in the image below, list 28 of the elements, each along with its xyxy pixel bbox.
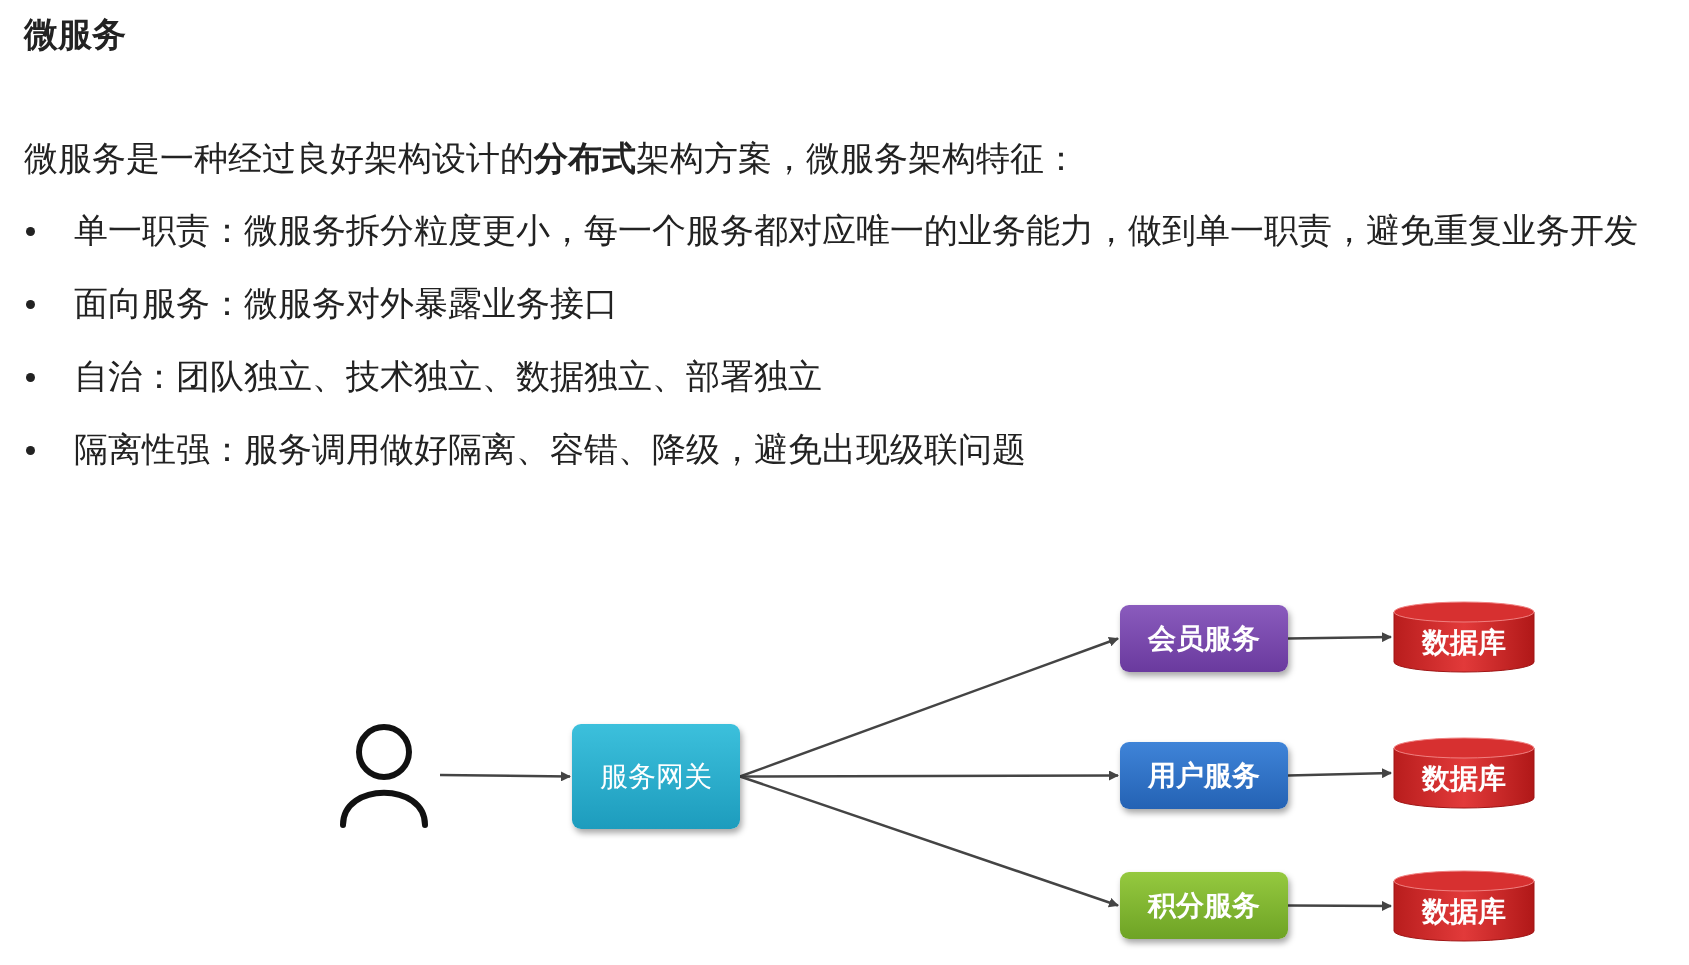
intro-text: 微服务是一种经过良好架构设计的分布式架构方案，微服务架构特征： xyxy=(24,138,1078,179)
bullet-text: 自治：团队独立、技术独立、数据独立、部署独立 xyxy=(74,356,822,397)
arrow xyxy=(1288,900,1392,911)
service-box xyxy=(1120,605,1288,672)
bullet-text: 单一职责：微服务拆分粒度更小，每一个服务都对应唯一的业务能力，做到单一职责，避免重复业务开发 xyxy=(74,210,1638,251)
arrow xyxy=(739,775,1119,908)
database-cylinder xyxy=(1393,737,1535,809)
database-cylinder xyxy=(1393,870,1535,942)
node-label: 数据库 xyxy=(1422,761,1506,797)
bullet-text: 面向服务：微服务对外暴露业务接口 xyxy=(74,283,618,324)
arrow xyxy=(740,770,1119,781)
node-label: 数据库 xyxy=(1422,625,1506,661)
node-label: 积分服务 xyxy=(1148,887,1260,924)
person-icon xyxy=(338,722,430,828)
service-box xyxy=(1120,742,1288,809)
node-label: 用户服务 xyxy=(1148,757,1260,794)
arrow xyxy=(1288,632,1392,643)
page-title: 微服务 xyxy=(24,13,126,56)
database-cylinder xyxy=(1393,601,1535,673)
arrow xyxy=(1287,768,1392,779)
bullet-text: 隔离性强：服务调用做好隔离、容错、降级，避免出现级联问题 xyxy=(74,429,1026,470)
node-label: 数据库 xyxy=(1422,894,1506,930)
service-box xyxy=(572,724,740,829)
service-box xyxy=(1120,872,1288,939)
arrow xyxy=(440,771,571,782)
node-label: 服务网关 xyxy=(600,758,712,795)
node-label: 会员服务 xyxy=(1148,620,1260,657)
arrow xyxy=(739,636,1119,778)
